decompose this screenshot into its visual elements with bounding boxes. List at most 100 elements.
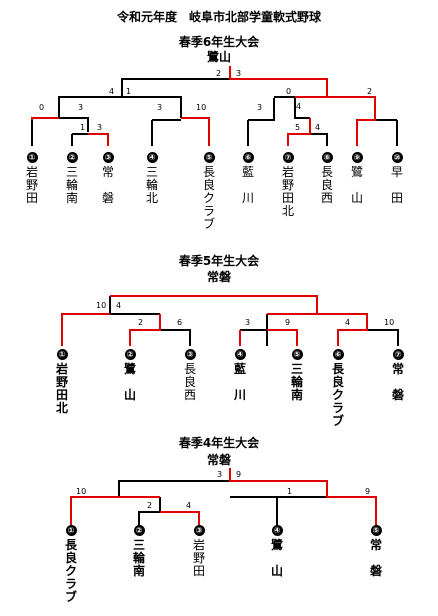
team-number: ③ <box>102 152 114 163</box>
team-name: 長良クラブ <box>202 165 215 231</box>
score: 1 <box>126 87 132 96</box>
champion-4: 常磐 <box>206 453 231 467</box>
score: 0 <box>39 103 45 112</box>
team-number: ② <box>133 525 145 536</box>
score: 9 <box>365 487 371 496</box>
team-number: ④ <box>271 525 283 536</box>
team-number: ① <box>65 525 77 536</box>
tournament-title-4: 春季4年生大会 <box>178 436 260 450</box>
team-name: 藍 川 <box>233 362 246 402</box>
bracket-6-lines <box>31 78 398 146</box>
team-number: ① <box>26 152 38 163</box>
team-number: ④ <box>146 152 158 163</box>
score: 4 <box>296 102 302 111</box>
team-name: 長良西 <box>320 165 333 205</box>
score: 9 <box>236 470 242 479</box>
team-number: ⑥ <box>242 152 254 163</box>
team-name: 鷺 山 <box>350 165 363 205</box>
team-5-2: ② 鷺 山 <box>123 349 137 402</box>
team-name: 長良クラブ <box>331 362 344 428</box>
team-name: 岩野田北 <box>281 165 294 218</box>
score: 10 <box>384 318 395 327</box>
team-6-3: ③ 常 磐 <box>101 152 115 205</box>
score: 5 <box>295 123 301 132</box>
bracket-5-lines <box>109 296 399 346</box>
score: 6 <box>177 318 183 327</box>
team-number: ② <box>124 349 136 360</box>
champion-6: 鷺山 <box>206 50 231 64</box>
team-number: ⑧ <box>321 152 333 163</box>
team-4-1: ① 長良クラブ <box>64 525 78 604</box>
score: 3 <box>236 69 242 78</box>
team-6-4: ④ 三輪北 <box>145 152 159 205</box>
bracket-4-win-lines <box>70 468 377 527</box>
score: 4 <box>116 301 122 310</box>
team-6-9: ⑨ 鷺 山 <box>350 152 364 205</box>
team-name: 常 磐 <box>391 362 404 402</box>
score: 4 <box>109 87 115 96</box>
score: 10 <box>196 103 207 112</box>
score: 3 <box>78 103 84 112</box>
team-number: ⑤ <box>370 525 382 536</box>
team-name: 岩野田北 <box>55 362 68 415</box>
team-6-1: ① 岩野田 <box>25 152 39 205</box>
score: 3 <box>245 318 251 327</box>
team-number: ⑨ <box>351 152 363 163</box>
team-5-7: ⑦ 常 磐 <box>391 349 405 402</box>
bracket-6-win-lines <box>31 66 376 146</box>
team-5-4: ④ 藍 川 <box>233 349 247 402</box>
bracket-4-lines <box>118 480 327 527</box>
team-number: ③ <box>193 525 205 536</box>
team-5-1: ① 岩野田北 <box>55 349 69 415</box>
score: 2 <box>138 318 144 327</box>
score: 2 <box>367 87 373 96</box>
team-number: ③ <box>184 349 196 360</box>
team-name: 鷺 山 <box>123 362 136 402</box>
score: 1 <box>287 487 293 496</box>
team-number: ⑦ <box>282 152 294 163</box>
tournament-title-5: 春季5年生大会 <box>178 254 260 268</box>
score: 3 <box>257 103 263 112</box>
team-number: ⑤ <box>291 349 303 360</box>
team-name: 岩野田 <box>25 165 38 205</box>
team-number: ④ <box>234 349 246 360</box>
score: 10 <box>96 301 107 310</box>
team-6-7: ⑦ 岩野田北 <box>281 152 295 218</box>
team-4-4: ④ 鷺 山 <box>270 525 284 578</box>
team-4-5: ⑤ 常 磐 <box>369 525 383 578</box>
team-name: 常 磐 <box>369 538 382 578</box>
team-number: ⑤ <box>203 152 215 163</box>
score: 4 <box>315 123 321 132</box>
team-6-10: ⑩ 早 田 <box>390 152 404 205</box>
score: 3 <box>97 123 103 132</box>
score: 9 <box>285 318 291 327</box>
team-number: ② <box>66 152 78 163</box>
team-name: 藍 川 <box>241 165 254 205</box>
team-5-6: ⑥ 長良クラブ <box>331 349 345 428</box>
team-6-2: ② 三輪南 <box>65 152 79 205</box>
team-name: 早 田 <box>390 165 403 205</box>
score: 0 <box>286 87 292 96</box>
team-name: 長良クラブ <box>64 538 77 604</box>
score: 2 <box>216 69 222 78</box>
page-title: 令和元年度 岐阜市北部学童軟式野球 <box>116 10 321 24</box>
team-name: 鷺 山 <box>270 538 283 578</box>
team-number: ① <box>56 349 68 360</box>
team-name: 三輪北 <box>145 165 158 205</box>
score: 3 <box>157 103 163 112</box>
team-number: ⑩ <box>391 152 403 163</box>
team-6-8: ⑧ 長良西 <box>320 152 334 205</box>
team-number: ⑦ <box>392 349 404 360</box>
team-name: 常 磐 <box>101 165 114 205</box>
team-6-5: ⑤ 長良クラブ <box>202 152 216 231</box>
score: 4 <box>345 318 351 327</box>
score: 1 <box>80 123 86 132</box>
champion-5: 常磐 <box>206 270 231 284</box>
team-name: 三輪南 <box>65 165 78 205</box>
team-number: ⑥ <box>332 349 344 360</box>
